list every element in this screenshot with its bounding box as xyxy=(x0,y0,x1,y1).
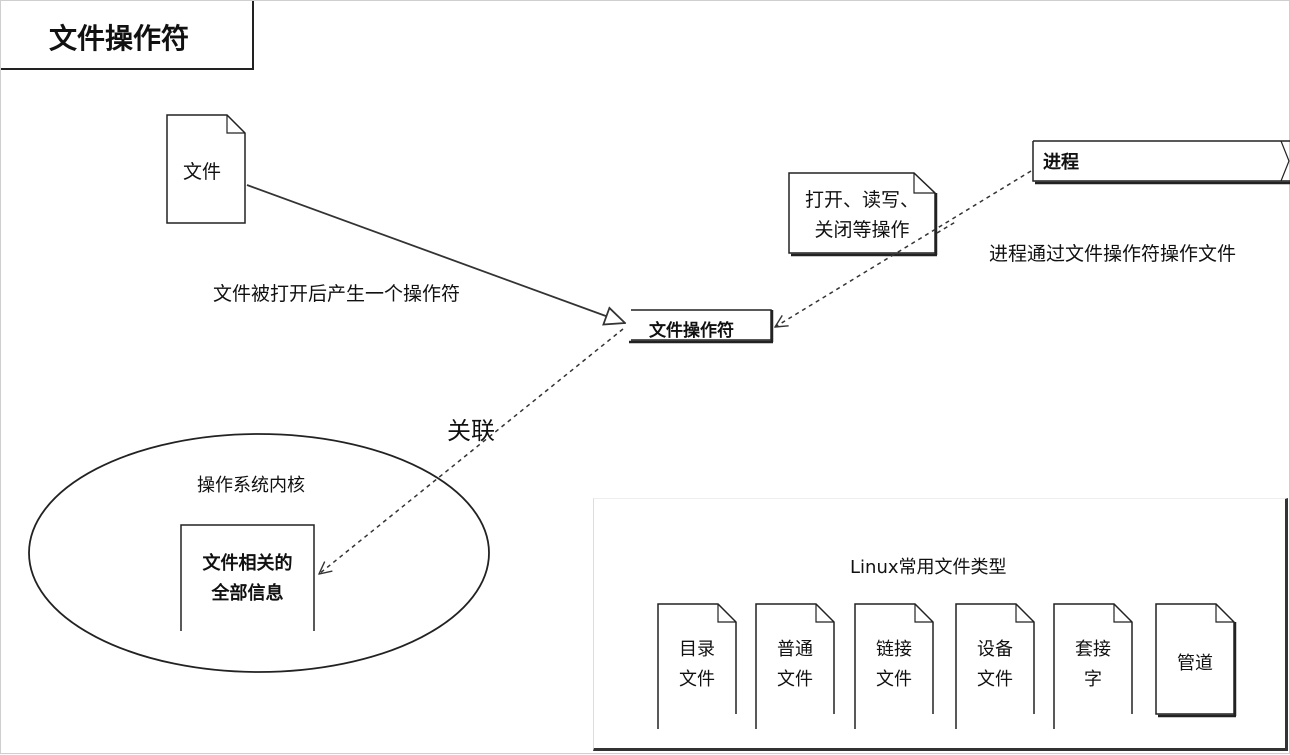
file-type-4-line-1: 套接 xyxy=(1075,639,1111,660)
file-type-text-3: 设备 文件 xyxy=(956,635,1034,695)
fd-node-label: 文件操作符 xyxy=(649,321,734,341)
page-title: 文件操作符 xyxy=(49,22,190,55)
file-type-doc-0 xyxy=(657,603,737,729)
edge-process-to-fd xyxy=(775,170,1032,327)
kernel-doc-line-2: 全部信息 xyxy=(211,583,284,604)
edge-file-to-fd xyxy=(246,184,625,323)
file-type-text-2: 链接 文件 xyxy=(855,635,933,695)
note-line-2: 关闭等操作 xyxy=(814,219,910,241)
kernel-doc-shape xyxy=(180,524,315,631)
file-type-2-line-1: 链接 xyxy=(876,639,912,660)
file-type-text-4: 套接 字 xyxy=(1054,635,1132,695)
kernel-label: 操作系统内核 xyxy=(197,475,305,496)
process-node-label: 进程 xyxy=(1043,152,1079,173)
file-type-text-0: 目录 文件 xyxy=(658,635,736,695)
note-line-1: 打开、读写、 xyxy=(804,189,919,211)
kernel-doc-text: 文件相关的 全部信息 xyxy=(181,549,314,609)
file-type-doc-4 xyxy=(1053,603,1133,729)
file-type-0-line-2: 文件 xyxy=(679,669,715,690)
file-type-1-line-2: 文件 xyxy=(777,669,813,690)
note-doc-shape xyxy=(788,172,938,257)
edge-file-to-fd-label: 文件被打开后产生一个操作符 xyxy=(213,283,461,305)
file-type-doc-1 xyxy=(755,603,835,729)
edge-fd-to-kernel xyxy=(319,328,624,574)
file-types-title: Linux常用文件类型 xyxy=(850,557,1007,578)
edge-process-to-fd-label: 进程通过文件操作符操作文件 xyxy=(989,243,1237,265)
file-type-4-line-2: 字 xyxy=(1084,669,1102,690)
file-type-3-line-2: 文件 xyxy=(977,669,1013,690)
kernel-ellipse xyxy=(28,433,490,673)
file-type-doc-2 xyxy=(854,603,934,729)
file-type-doc-5 xyxy=(1155,603,1237,718)
file-type-5-line-1: 管道 xyxy=(1177,653,1213,674)
fd-box-shape xyxy=(629,309,774,344)
file-type-text-1: 普通 文件 xyxy=(756,635,834,695)
file-type-1-line-1: 普通 xyxy=(777,639,813,660)
note-text: 打开、读写、 关闭等操作 xyxy=(789,185,935,245)
edge-note-to-link xyxy=(936,220,958,234)
file-type-0-line-1: 目录 xyxy=(679,639,715,660)
file-type-3-line-1: 设备 xyxy=(977,639,1013,660)
file-doc-shape xyxy=(166,114,246,224)
file-type-doc-3 xyxy=(955,603,1035,729)
file-types-panel: Linux常用文件类型 目录 文件 普通 文件 链接 文件 设备 文件 套接 字… xyxy=(593,498,1288,751)
file-type-text-5: 管道 xyxy=(1156,649,1234,679)
kernel-doc-line-1: 文件相关的 xyxy=(202,553,293,574)
process-box-shape xyxy=(1032,140,1290,185)
file-node-label: 文件 xyxy=(183,161,222,183)
file-type-2-line-2: 文件 xyxy=(876,669,912,690)
title-box: 文件操作符 xyxy=(1,1,254,70)
file-types-shapes xyxy=(657,603,1237,729)
edge-fd-to-kernel-label: 关联 xyxy=(447,417,495,445)
